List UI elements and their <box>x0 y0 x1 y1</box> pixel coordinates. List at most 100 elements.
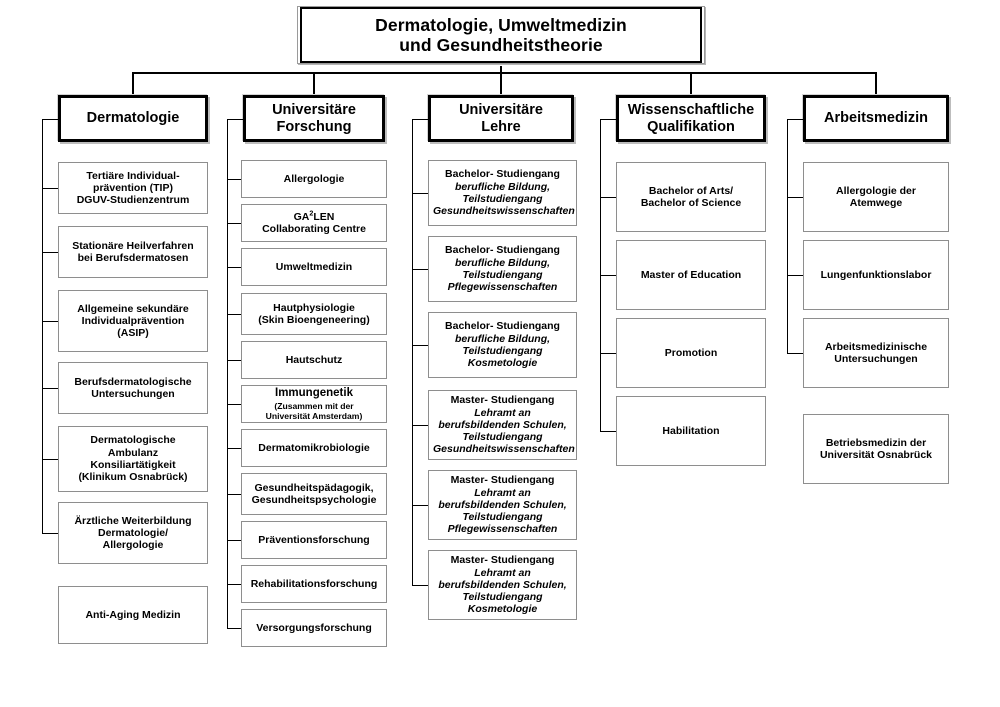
leaf-line: Lehramt an <box>474 566 531 579</box>
leaf-line: Gesundheitswissenschaften <box>433 443 575 456</box>
leaf-line: Untersuchungen <box>834 353 918 365</box>
leaf-line: Arbeitsmedizinische <box>824 340 928 353</box>
spine-segment <box>412 269 413 345</box>
leaf-box[interactable]: Versorgungsforschung <box>241 609 387 647</box>
leaf-box[interactable]: Umweltmedizin <box>241 248 387 286</box>
leaf-text: Gesundheitspädagogik,Gesundheitspsycholo… <box>246 482 382 507</box>
leaf-box[interactable]: Tertiäre Individual-prävention (TIP)DGUV… <box>58 162 208 214</box>
leaf-text: Master of Education <box>621 269 761 281</box>
column-header-text: Arbeitsmedizin <box>806 110 946 127</box>
spine-segment <box>42 459 43 533</box>
column-header-dermatologie[interactable]: Dermatologie <box>58 95 208 142</box>
leaf-box[interactable]: Master of Education <box>616 240 766 310</box>
leaf-line: Kosmetologie <box>467 603 538 616</box>
leaf-box[interactable]: Allergologie <box>241 160 387 198</box>
leaf-stub <box>42 321 58 322</box>
column-header-line-1: Universitäre <box>272 101 356 118</box>
leaf-line: Präventionsforschung <box>258 533 370 546</box>
leaf-text: Bachelor of Arts/Bachelor of Science <box>621 185 761 210</box>
bus-drop-universitaere-forschung <box>313 72 315 95</box>
leaf-line: Bachelor of Arts/ <box>648 184 734 197</box>
leaf-text: Dermatomikrobiologie <box>246 442 382 454</box>
spine-segment <box>42 118 43 188</box>
leaf-box[interactable]: Lungenfunktionslabor <box>803 240 949 310</box>
leaf-line: Dermatologie/ <box>97 526 168 539</box>
leaf-line: Gesundheitspsychologie <box>251 494 377 506</box>
leaf-stub <box>227 179 241 180</box>
leaf-box[interactable]: Promotion <box>616 318 766 388</box>
leaf-line: Umweltmedizin <box>275 260 353 273</box>
spine-segment <box>600 275 601 353</box>
leaf-line: Pflegewissenschaften <box>447 281 558 294</box>
column-header-line-1: Dermatologie <box>86 110 180 127</box>
distribution-bus <box>133 72 876 74</box>
bus-drop-dermatologie <box>132 72 134 95</box>
leaf-line: GA2LEN <box>293 209 335 223</box>
leaf-stub <box>227 494 241 495</box>
leaf-stub <box>227 267 241 268</box>
leaf-text: Hautphysiologie(Skin Bioengeneering) <box>246 302 382 327</box>
leaf-line: (Klinikum Osnabrück) <box>78 471 188 484</box>
spine-segment <box>227 448 228 494</box>
column-header-arbeitsmedizin[interactable]: Arbeitsmedizin <box>803 95 949 142</box>
spine-segment <box>227 223 228 267</box>
leaf-stub <box>412 425 428 426</box>
leaf-line: Teilstudiengang <box>462 193 543 205</box>
leaf-line: Habilitation <box>662 424 720 437</box>
column-header-line-2: Lehre <box>481 118 521 135</box>
leaf-box[interactable]: Hautschutz <box>241 341 387 379</box>
leaf-box[interactable]: Rehabilitationsforschung <box>241 565 387 603</box>
leaf-box[interactable]: Anti-Aging Medizin <box>58 586 208 644</box>
leaf-box[interactable]: Hautphysiologie(Skin Bioengeneering) <box>241 293 387 335</box>
leaf-line: (Zusammen mit der <box>274 400 354 411</box>
leaf-stub <box>412 585 428 586</box>
leaf-box[interactable]: Habilitation <box>616 396 766 466</box>
spine-segment <box>787 118 788 197</box>
spine-segment <box>227 118 228 179</box>
spine-segment <box>412 345 413 425</box>
leaf-line: Versorgungsforschung <box>256 621 372 634</box>
leaf-line: Ärztliche Weiterbildung <box>74 514 192 527</box>
leaf-stub <box>227 448 241 449</box>
leaf-line: Teilstudiengang <box>462 591 543 604</box>
leaf-box[interactable]: Dermatomikrobiologie <box>241 429 387 467</box>
bus-drop-wissenschaftliche-qualifikation <box>690 72 692 95</box>
leaf-line: Anti-Aging Medizin <box>85 608 181 621</box>
leaf-box[interactable]: Gesundheitspädagogik,Gesundheitspsycholo… <box>241 473 387 515</box>
leaf-box[interactable]: Präventionsforschung <box>241 521 387 559</box>
leaf-stub <box>787 353 803 354</box>
leaf-line: berufliche Bildung, <box>454 332 551 345</box>
leaf-line: Master- Studiengang <box>450 474 555 487</box>
spine-segment <box>227 540 228 584</box>
leaf-text: Allergologie <box>246 173 382 185</box>
spine-head-stub-universitaere-forschung <box>227 118 243 120</box>
spine-segment <box>42 321 43 388</box>
leaf-box[interactable]: Bachelor of Arts/Bachelor of Science <box>616 162 766 232</box>
